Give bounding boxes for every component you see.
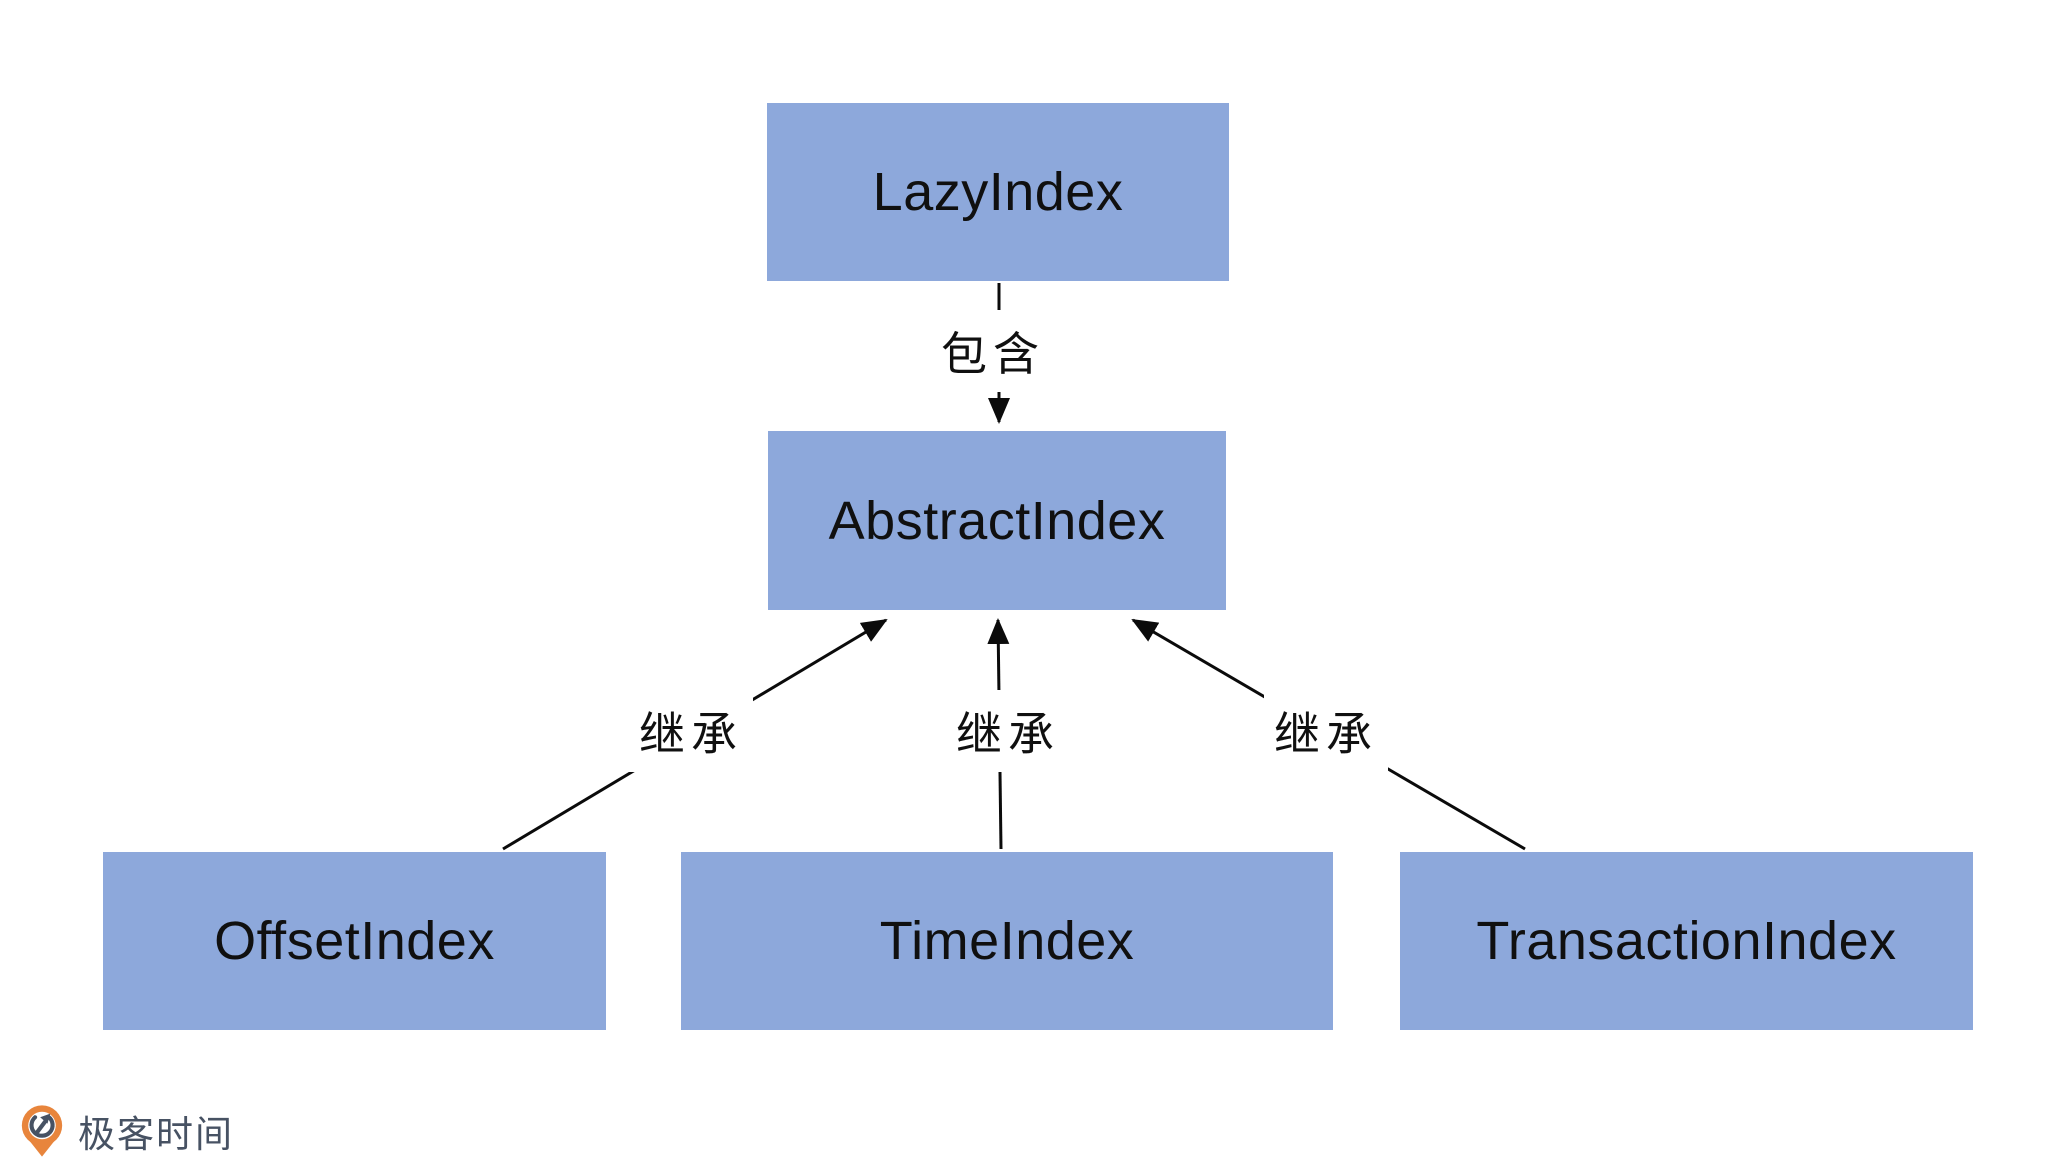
- node-label: OffsetIndex: [214, 911, 495, 971]
- node-offsetindex: OffsetIndex: [103, 852, 606, 1030]
- edge-label-inherits-right: 继承: [1264, 690, 1388, 772]
- edge-label-inherits-left: 继承: [629, 690, 753, 772]
- node-label: LazyIndex: [872, 162, 1124, 222]
- node-label: TimeIndex: [879, 911, 1135, 971]
- node-timeindex: TimeIndex: [681, 852, 1333, 1030]
- geektime-logo-icon: [21, 1105, 63, 1157]
- node-label: TransactionIndex: [1476, 911, 1897, 971]
- node-transactionindex: TransactionIndex: [1400, 852, 1973, 1030]
- geektime-logo: 极客时间: [20, 1104, 234, 1158]
- edge-label-inherits-middle: 继承: [946, 690, 1070, 772]
- node-lazyindex: LazyIndex: [767, 103, 1229, 281]
- node-abstractindex: AbstractIndex: [768, 431, 1226, 610]
- edge-label-contains: 包含: [931, 310, 1055, 392]
- geektime-logo-text: 极客时间: [78, 1114, 234, 1155]
- node-label: AbstractIndex: [828, 490, 1166, 551]
